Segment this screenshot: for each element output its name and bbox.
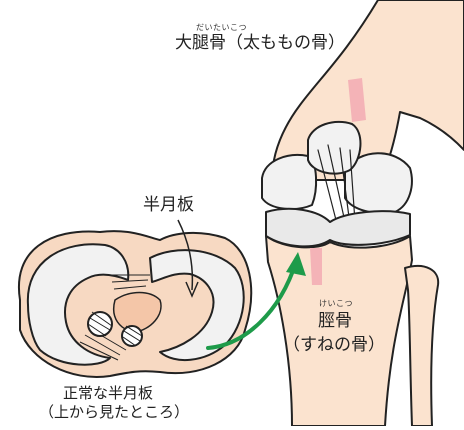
patella xyxy=(308,122,360,174)
femur-ruby: だいたいこつ xyxy=(196,24,247,32)
tibia-pink-patch xyxy=(310,248,322,285)
tibia-bone xyxy=(266,236,412,426)
femur-bone xyxy=(272,0,464,180)
meniscus-side xyxy=(266,209,410,247)
knee-illustration xyxy=(262,0,464,426)
meniscus-label: 半月板 xyxy=(143,197,194,214)
fibula-bone xyxy=(405,266,438,426)
normal-meniscus-label: 正常な半月板 xyxy=(63,386,153,401)
meniscus-top-view xyxy=(19,231,251,377)
tibia-sub-label: （すねの骨） xyxy=(283,337,385,354)
femur-label: 大腿骨（太ももの骨） xyxy=(175,35,345,52)
top-view-label: （上から見たところ） xyxy=(39,405,189,420)
tibia-label: 脛骨 xyxy=(318,313,352,330)
tibia-ruby: けいこつ xyxy=(319,300,353,308)
femur-condyle-left xyxy=(262,155,316,209)
